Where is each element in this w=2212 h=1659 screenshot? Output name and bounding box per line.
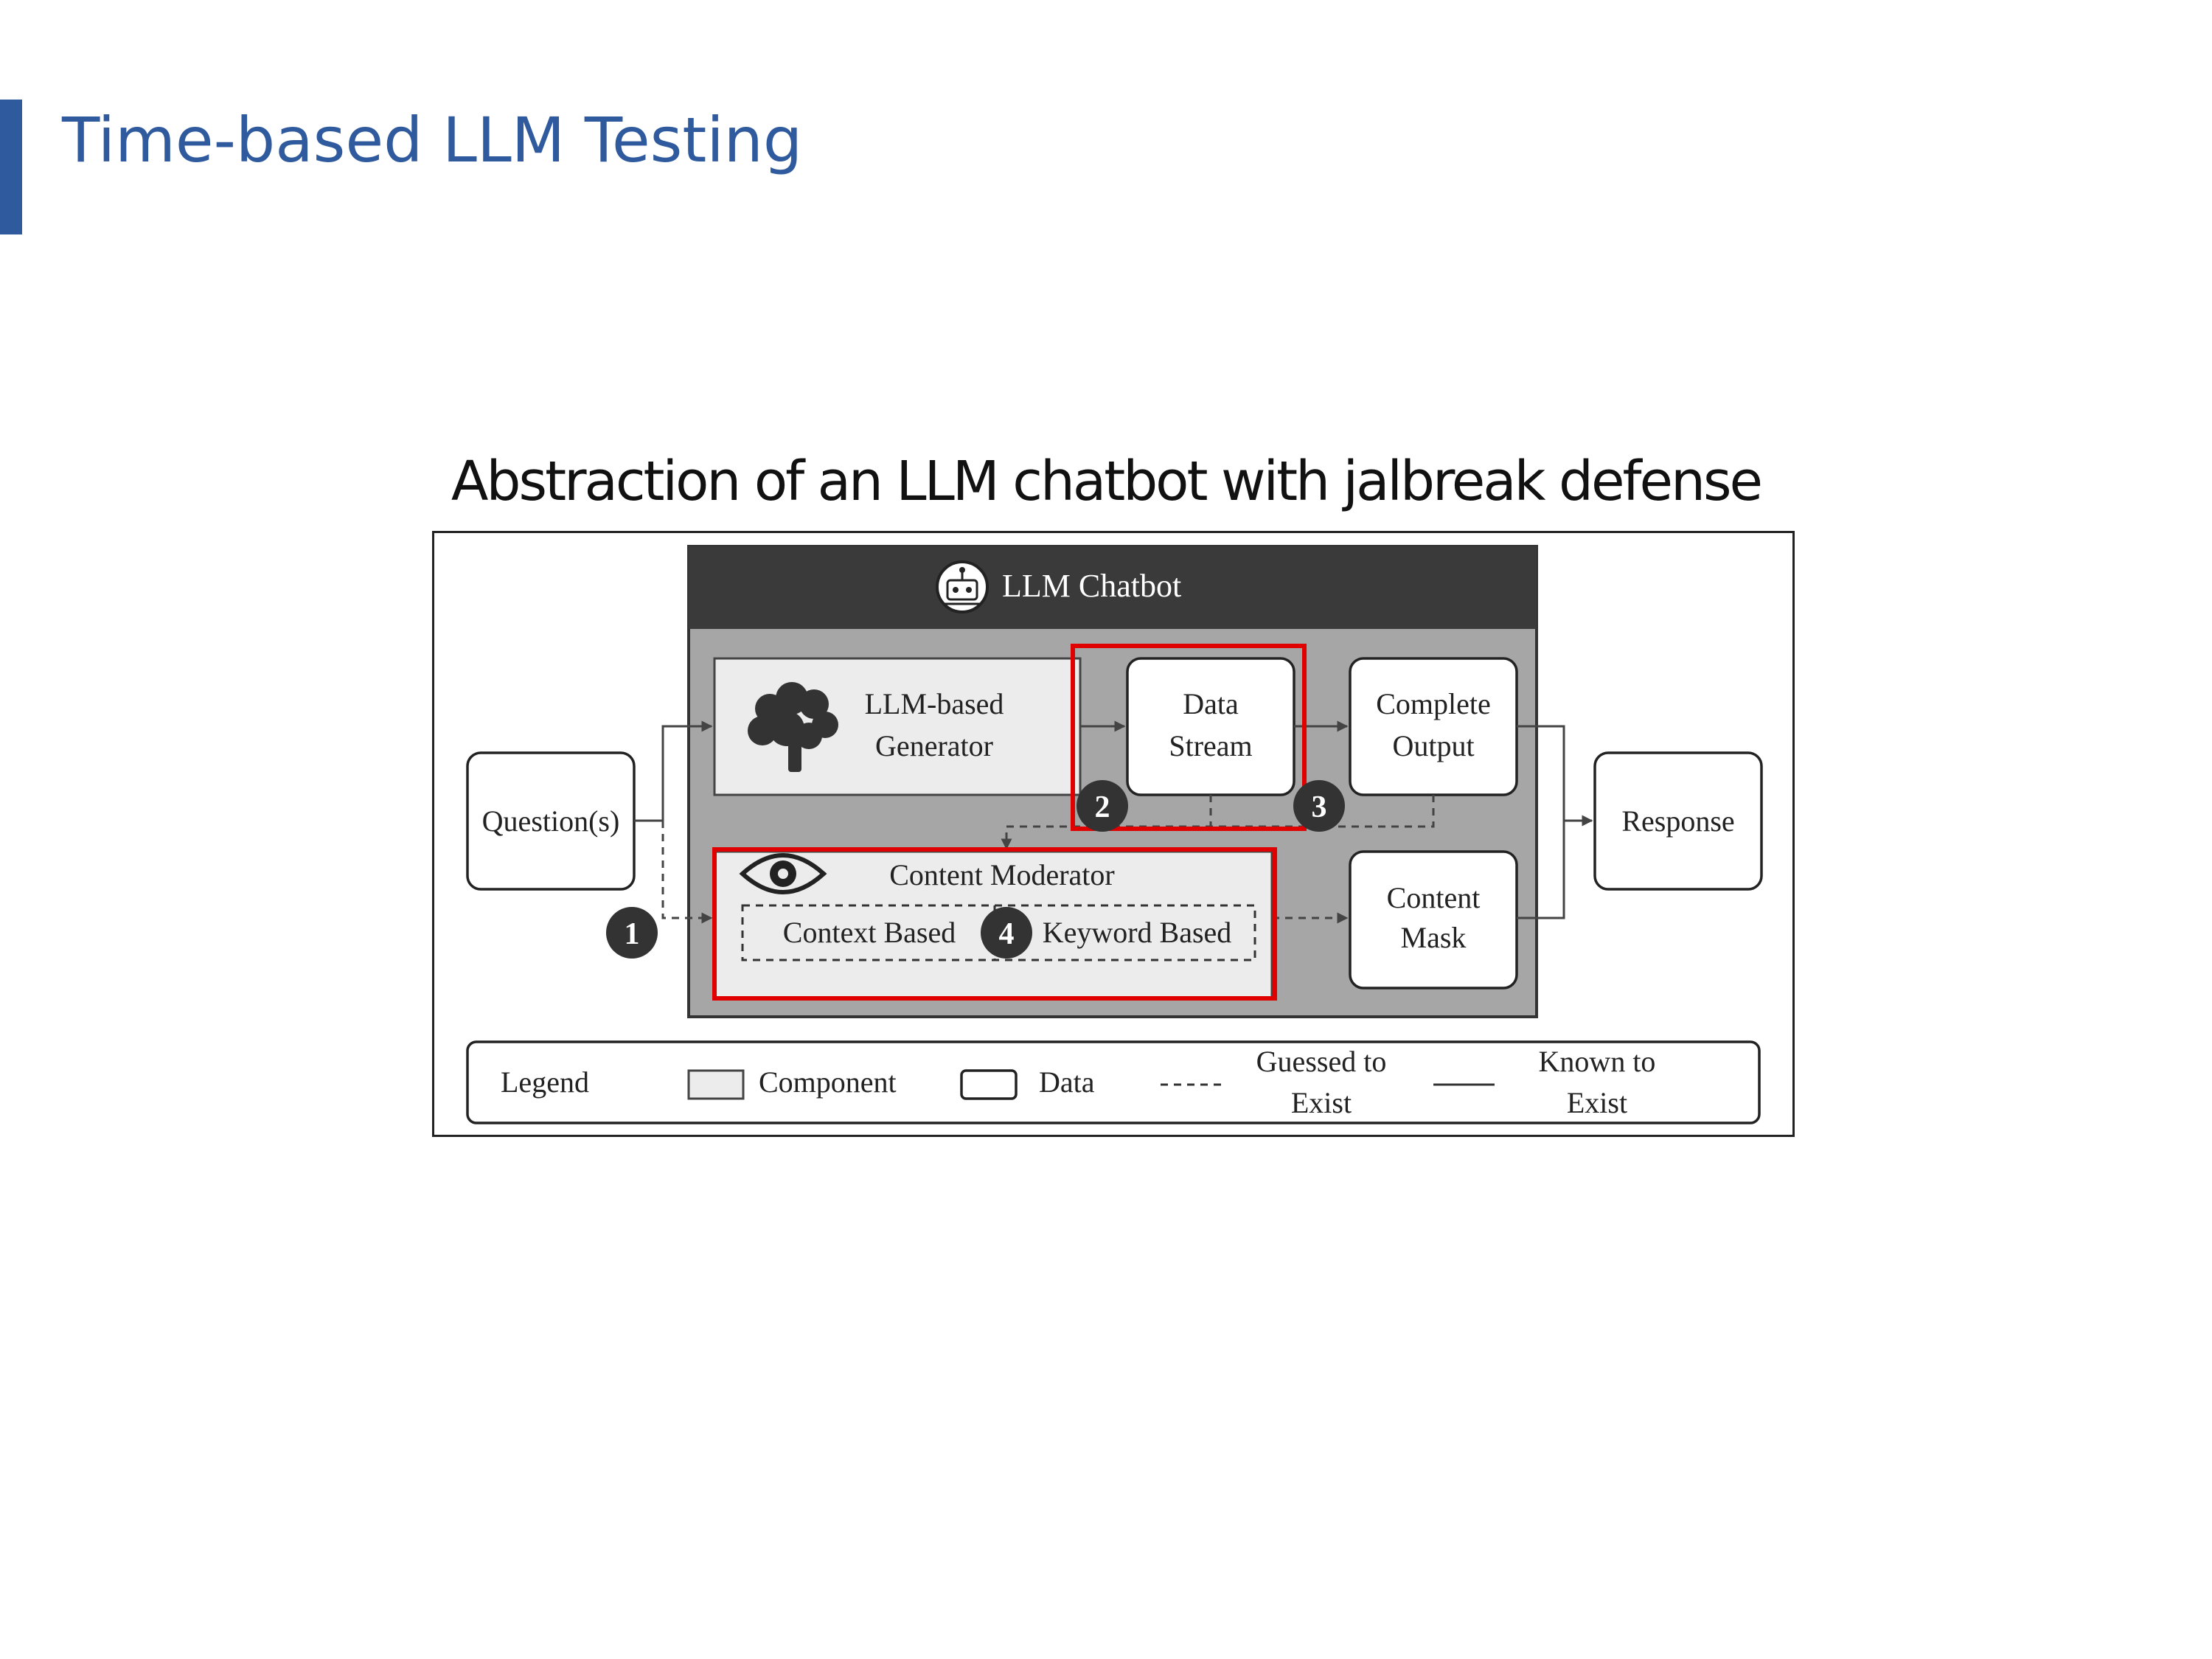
complete-output-box: Complete Output xyxy=(1349,657,1518,796)
title-accent-bar xyxy=(0,100,22,234)
legend-box xyxy=(466,1040,1761,1124)
content-mask-line1: Content xyxy=(1387,881,1481,914)
chatbot-title: LLM Chatbot xyxy=(1002,568,1181,604)
legend-guessed-line1: Guessed to xyxy=(1256,1045,1387,1078)
slide-title: Time-based LLM Testing xyxy=(62,104,803,176)
highlight-data-stream xyxy=(1071,644,1307,831)
response-label: Response xyxy=(1621,804,1734,838)
complete-output-line2: Output xyxy=(1392,729,1474,762)
svg-text:1: 1 xyxy=(625,917,640,951)
legend-guessed-line2: Exist xyxy=(1291,1086,1352,1119)
generator-component: LLM-based Generator xyxy=(713,657,1082,796)
generator-label-line2: Generator xyxy=(875,729,993,762)
marker-3: 3 xyxy=(1293,780,1345,832)
robot-icon xyxy=(936,560,989,613)
legend-component-swatch xyxy=(687,1069,745,1100)
figure-caption: Abstraction of an LLM chatbot with jalbr… xyxy=(451,450,1763,513)
chatbot-header xyxy=(689,546,1537,629)
marker-4: 4 xyxy=(981,907,1032,959)
content-mask-box: Content Mask xyxy=(1349,850,1518,990)
moderator-label: Content Moderator xyxy=(889,858,1115,891)
chatbot-diagram: LLM Chatbot LLM-based Generator Data Str… xyxy=(466,545,1763,1124)
brain-icon xyxy=(748,682,838,772)
generator-label-line1: LLM-based xyxy=(865,687,1004,720)
legend-component-label: Component xyxy=(759,1065,897,1099)
highlight-content-moderator xyxy=(712,847,1277,1001)
eye-icon xyxy=(739,853,827,894)
complete-output-line1: Complete xyxy=(1376,687,1491,720)
legend-data-label: Data xyxy=(1039,1065,1095,1099)
data-stream-box: Data Stream xyxy=(1126,657,1295,796)
diagram-frame: LLM Chatbot LLM-based Generator Data Str… xyxy=(432,531,1795,1137)
question-label: Question(s) xyxy=(482,804,620,838)
data-stream-line2: Stream xyxy=(1169,729,1252,762)
legend: Legend Component Data Guessed to Exist K… xyxy=(466,1040,1761,1124)
marker-2: 2 xyxy=(1077,780,1128,832)
legend-title: Legend xyxy=(501,1065,589,1099)
marker-1: 1 xyxy=(606,907,658,959)
moderator-dashed-inner xyxy=(741,904,1256,961)
content-mask-line2: Mask xyxy=(1401,921,1467,954)
legend-data-swatch xyxy=(960,1069,1018,1100)
legend-known-line2: Exist xyxy=(1567,1086,1627,1119)
svg-text:4: 4 xyxy=(999,917,1015,951)
svg-text:2: 2 xyxy=(1095,790,1110,824)
svg-text:3: 3 xyxy=(1312,790,1327,824)
legend-known-line1: Known to xyxy=(1539,1045,1656,1078)
question-box: Question(s) xyxy=(466,751,636,891)
keyword-based-label: Keyword Based xyxy=(1043,916,1232,949)
arrow-question-to-moderator xyxy=(661,821,713,924)
response-box: Response xyxy=(1593,751,1763,891)
arrow-question-to-generator xyxy=(634,720,713,822)
context-based-label: Context Based xyxy=(783,916,956,949)
line-output-to-merge xyxy=(1517,725,1565,919)
data-stream-line1: Data xyxy=(1183,687,1239,720)
